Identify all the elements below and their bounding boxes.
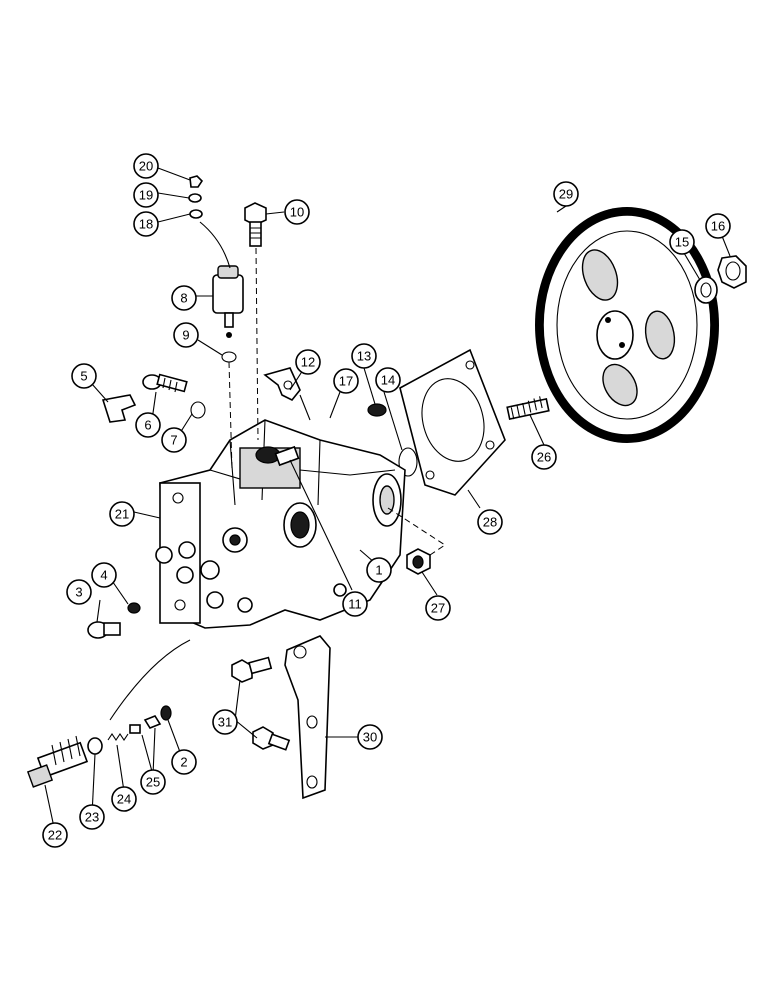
svg-text:4: 4 (100, 568, 107, 583)
terminal-washer-upper (188, 193, 202, 203)
plug-washer (127, 602, 141, 614)
svg-text:16: 16 (711, 219, 725, 234)
callout-29: 29 (553, 181, 579, 207)
callout-9: 9 (173, 322, 199, 348)
injection-pump-body (155, 419, 406, 629)
svg-text:9: 9 (182, 328, 189, 343)
svg-text:22: 22 (48, 828, 62, 843)
svg-text:12: 12 (301, 355, 315, 370)
terminal-washer-lower (189, 209, 203, 219)
screw-o-ring (190, 401, 206, 419)
lock-washer (694, 276, 718, 304)
svg-text:18: 18 (139, 217, 153, 232)
gasket (399, 348, 506, 496)
stud (506, 396, 550, 420)
callout-7: 7 (161, 427, 187, 453)
mounting-bracket (284, 635, 331, 800)
gear-nut (717, 255, 747, 289)
callout-11: 11 (342, 591, 368, 617)
svg-text:21: 21 (115, 507, 129, 522)
valve-leader-curve (109, 639, 191, 721)
svg-text:20: 20 (139, 159, 153, 174)
o-ring (398, 447, 418, 477)
callout-18: 18 (133, 211, 159, 237)
svg-text:14: 14 (381, 373, 395, 388)
solenoid-leader (199, 221, 231, 269)
callout-17: 17 (333, 368, 359, 394)
svg-text:25: 25 (146, 775, 160, 790)
svg-text:19: 19 (139, 188, 153, 203)
bracket-bolt-lower (252, 726, 291, 751)
svg-text:6: 6 (144, 418, 151, 433)
svg-text:30: 30 (363, 730, 377, 745)
callout-24: 24 (111, 786, 137, 812)
callout-25: 25 (140, 769, 166, 795)
svg-text:26: 26 (537, 450, 551, 465)
callout-20: 20 (133, 153, 159, 179)
valve-seat (129, 715, 162, 734)
callout-28: 28 (477, 509, 503, 535)
svg-text:23: 23 (85, 810, 99, 825)
bracket-bolt-upper (231, 656, 273, 683)
plug-bolt (87, 621, 121, 639)
callout-21: 21 (109, 501, 135, 527)
callout-22: 22 (42, 822, 68, 848)
callout-5: 5 (71, 363, 97, 389)
seal-ring (221, 351, 237, 363)
callout-6: 6 (135, 412, 161, 438)
callout-15: 15 (669, 229, 695, 255)
fuel-shutoff-solenoid (212, 265, 244, 338)
callout-12: 12 (295, 349, 321, 375)
svg-text:10: 10 (290, 205, 304, 220)
svg-text:29: 29 (559, 187, 573, 202)
valve-spring (107, 733, 129, 741)
callout-14: 14 (375, 367, 401, 393)
callout-10: 10 (284, 199, 310, 225)
svg-text:5: 5 (80, 369, 87, 384)
svg-text:24: 24 (117, 792, 131, 807)
solenoid-alignment-line (228, 361, 233, 471)
svg-text:17: 17 (339, 374, 353, 389)
bolt-alignment-line (255, 247, 259, 441)
callout-30: 30 (357, 724, 383, 750)
throttle-lever (263, 367, 311, 421)
callout-3: 3 (66, 579, 92, 605)
svg-text:15: 15 (675, 235, 689, 250)
callout-23: 23 (79, 804, 105, 830)
callout-31: 31 (212, 709, 238, 735)
valve-body (26, 735, 89, 788)
callout-19: 19 (133, 182, 159, 208)
callout-16: 16 (705, 213, 731, 239)
callout-2: 2 (171, 749, 197, 775)
nut-alignment-line (387, 507, 446, 556)
woodruff-key (367, 403, 387, 417)
spring-clip (101, 394, 137, 423)
adjusting-screw (142, 373, 188, 393)
fuel-inlet-fitting (274, 445, 300, 467)
callout-1: 1 (366, 557, 392, 583)
svg-text:1: 1 (375, 563, 382, 578)
svg-text:31: 31 (218, 715, 232, 730)
svg-text:27: 27 (431, 601, 445, 616)
terminal-nut (189, 175, 204, 188)
callout-4: 4 (91, 562, 117, 588)
callout-13: 13 (351, 343, 377, 369)
callout-27: 27 (425, 595, 451, 621)
svg-text:13: 13 (357, 349, 371, 364)
drive-gear (535, 207, 719, 443)
leader-lines (44, 167, 731, 833)
flange-nut (406, 548, 431, 575)
svg-text:11: 11 (348, 597, 362, 612)
valve-seal (160, 705, 172, 721)
valve-washer (87, 737, 103, 755)
callout-26: 26 (531, 444, 557, 470)
svg-text:2: 2 (180, 755, 187, 770)
callout-8: 8 (171, 285, 197, 311)
svg-text:28: 28 (483, 515, 497, 530)
banjo-bolt (244, 202, 267, 247)
svg-text:8: 8 (180, 291, 187, 306)
svg-text:7: 7 (170, 433, 177, 448)
svg-text:3: 3 (75, 585, 82, 600)
